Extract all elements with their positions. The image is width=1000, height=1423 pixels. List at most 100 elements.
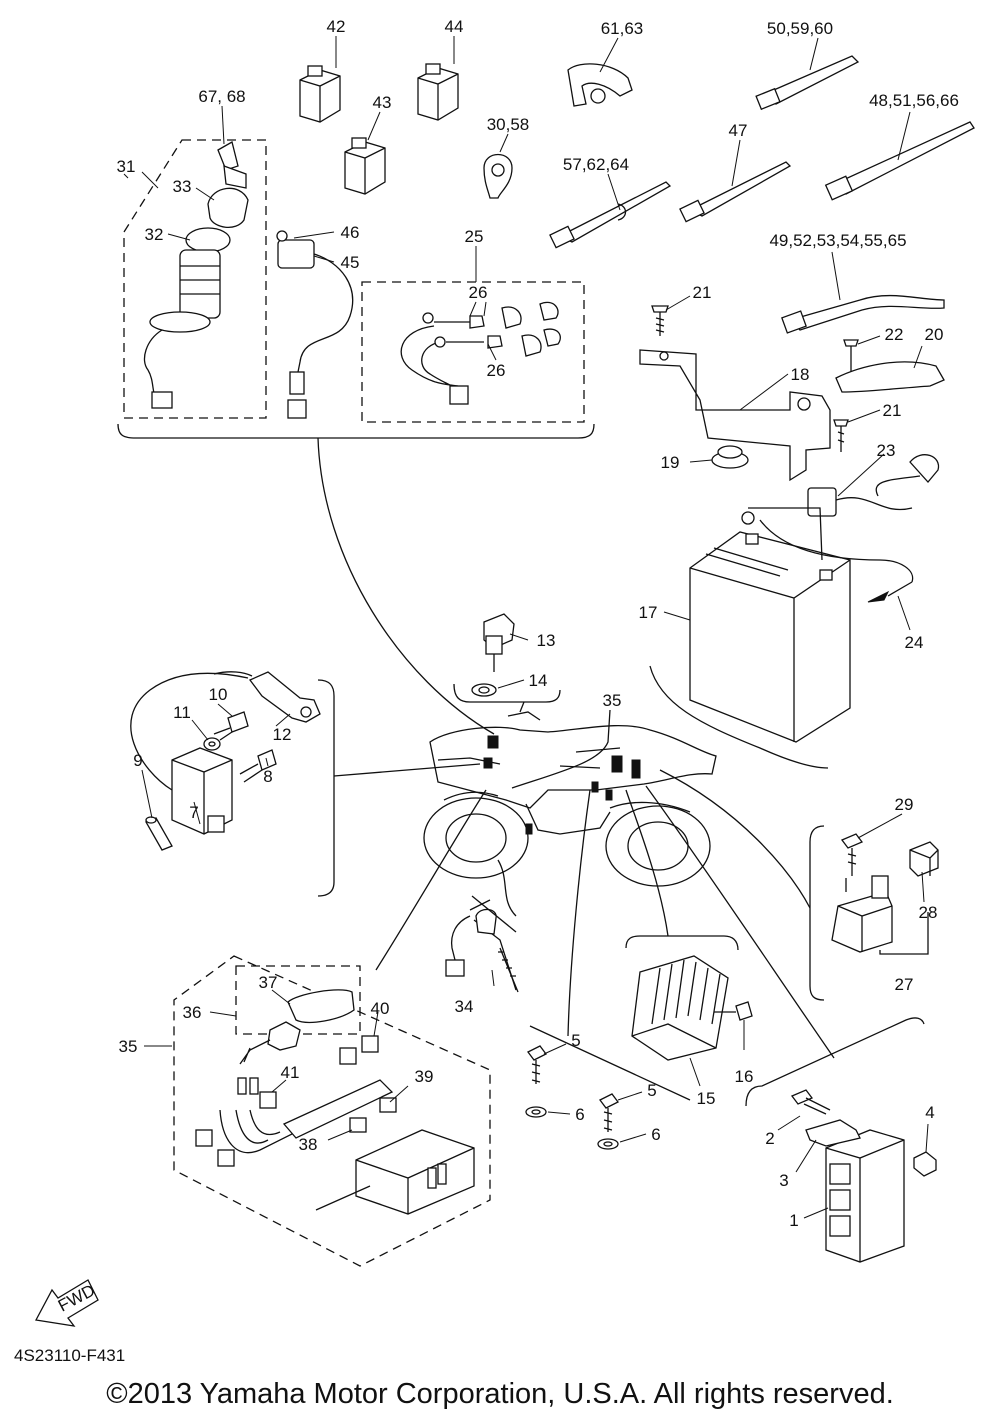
battery-cable-23 xyxy=(748,454,940,561)
bolt-5a xyxy=(527,1045,547,1084)
callout-39: 39 xyxy=(415,1067,434,1086)
collar-9 xyxy=(145,816,173,851)
callout-47: 47 xyxy=(729,121,748,140)
callout-21a: 21 xyxy=(693,283,712,302)
atv-vehicle xyxy=(423,701,717,887)
callout-57-62-64: 57,62,64 xyxy=(563,155,629,174)
callout-30-58: 30,58 xyxy=(487,115,530,134)
coupler-43 xyxy=(344,137,386,195)
band-48-51-56-66 xyxy=(824,121,975,201)
callout-24: 24 xyxy=(905,633,924,652)
band-47 xyxy=(679,161,792,223)
sensor-group-brace xyxy=(453,683,561,703)
fwd-arrow-icon: FWD xyxy=(34,1279,99,1327)
callout-12: 12 xyxy=(273,725,292,744)
copyright-notice: ©2013 Yamaha Motor Corporation, U.S.A. A… xyxy=(106,1378,894,1410)
starter-relay-27 xyxy=(831,875,893,953)
callout-36: 36 xyxy=(183,1003,202,1022)
washer-6a xyxy=(525,1106,547,1118)
callout-48-51-56-66: 48,51,56,66 xyxy=(869,91,959,110)
callout-6a: 6 xyxy=(575,1105,584,1124)
bolt-21b xyxy=(833,419,849,452)
lead-group-25-outline xyxy=(361,281,585,423)
coupler-42 xyxy=(299,65,341,123)
wire-holder-61-63 xyxy=(567,63,633,107)
coupler-44 xyxy=(417,63,459,121)
harness-parts xyxy=(195,989,475,1215)
leader-34 xyxy=(497,859,517,917)
callout-37: 37 xyxy=(259,973,278,992)
main-switch-body-32 xyxy=(143,227,231,409)
callout-16: 16 xyxy=(735,1067,754,1086)
fuse-28 xyxy=(909,841,939,877)
callout-27: 27 xyxy=(895,975,914,994)
callout-42: 42 xyxy=(327,17,346,36)
cdi-group-brace xyxy=(745,1017,925,1107)
band-50-59-60 xyxy=(755,55,860,111)
callout-23: 23 xyxy=(877,441,896,460)
ignition-coil-7 xyxy=(130,672,249,835)
callout-22: 22 xyxy=(885,325,904,344)
plug-cap-12 xyxy=(248,671,321,723)
top-group-brace xyxy=(117,423,595,439)
bolt-21a xyxy=(651,305,669,336)
bolt-16 xyxy=(714,1001,753,1021)
callout-33: 33 xyxy=(173,177,192,196)
callout-45: 45 xyxy=(341,253,360,272)
callout-19: 19 xyxy=(661,453,680,472)
callout-2: 2 xyxy=(765,1129,774,1148)
callout-35b: 35 xyxy=(119,1037,138,1056)
coil-group-brace xyxy=(317,679,335,897)
callout-14: 14 xyxy=(529,671,548,690)
callout-6b: 6 xyxy=(651,1125,660,1144)
spark-wire xyxy=(213,671,253,677)
callout-26a: 26 xyxy=(469,283,488,302)
leader-1-4 xyxy=(645,785,835,1059)
callout-46: 46 xyxy=(341,223,360,242)
callout-61-63: 61,63 xyxy=(601,19,644,38)
callout-50-59-60: 50,59,60 xyxy=(767,19,833,38)
callout-11: 11 xyxy=(173,703,191,722)
leader-5-6 xyxy=(567,789,591,1037)
battery-box-18 xyxy=(639,349,831,482)
band-49-65 xyxy=(781,294,945,334)
key-cap-33 xyxy=(207,187,249,228)
leader-35a xyxy=(511,709,611,789)
battery-cover-20 xyxy=(835,361,945,393)
callout-35a: 35 xyxy=(603,691,622,710)
bracket-3 xyxy=(805,1119,861,1147)
callout-20: 20 xyxy=(925,325,944,344)
callout-3: 3 xyxy=(779,1171,788,1190)
main-switch-group-outline xyxy=(123,139,267,419)
coupler-45 xyxy=(276,230,354,419)
document-code: 4S23110-F431 xyxy=(14,1346,126,1365)
clamp-30-58 xyxy=(483,153,513,199)
callout-1: 1 xyxy=(789,1211,798,1230)
callout-5a: 5 xyxy=(571,1031,580,1050)
bolt-10 xyxy=(213,711,249,741)
callout-leaders xyxy=(123,36,929,1219)
washer-11 xyxy=(203,737,221,751)
harness-subgroup-36-outline xyxy=(235,965,361,1035)
lead-harness-25 xyxy=(400,301,561,405)
callout-15: 15 xyxy=(697,1089,716,1108)
callout-21b: 21 xyxy=(883,401,902,420)
bolt-group-brace xyxy=(529,1025,691,1101)
callout-17: 17 xyxy=(639,603,658,622)
damper-19 xyxy=(711,445,749,469)
callout-31: 31 xyxy=(117,157,136,176)
cdi-unit-1 xyxy=(825,1129,905,1263)
washer-6b xyxy=(597,1138,619,1150)
callout-18: 18 xyxy=(791,365,810,384)
rectifier-regulator-15 xyxy=(631,955,729,1061)
callout-29: 29 xyxy=(895,795,914,814)
sensor-34-brace xyxy=(471,895,517,933)
leader-15 xyxy=(625,789,669,937)
leader-35b xyxy=(375,789,487,971)
callout-40: 40 xyxy=(371,999,390,1018)
callout-9: 9 xyxy=(133,751,142,770)
callout-10: 10 xyxy=(209,685,228,704)
bolt-29 xyxy=(840,833,864,876)
callout-labels: 42 44 61,63 50,59,60 67, 68 43 30,58 48,… xyxy=(117,17,959,1230)
